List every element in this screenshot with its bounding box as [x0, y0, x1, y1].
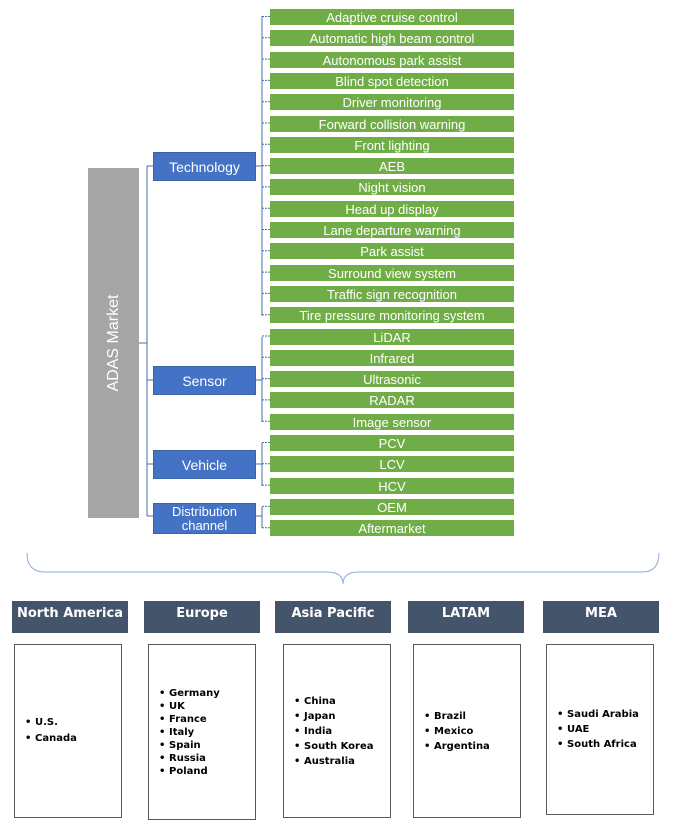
- leaf-item: Automatic high beam control: [270, 29, 514, 47]
- leaf-item: Blind spot detection: [270, 71, 514, 89]
- country-list: Saudi ArabiaUAESouth Africa: [547, 707, 639, 752]
- leaf-item: Driver monitoring: [270, 93, 514, 111]
- country-item: Germany: [159, 687, 220, 700]
- country-item: Brazil: [424, 709, 490, 724]
- leaf-item: PCV: [270, 434, 514, 451]
- country-item: South Korea: [294, 739, 373, 754]
- country-item: Poland: [159, 765, 220, 778]
- leaf-item: Autonomous park assist: [270, 50, 514, 68]
- country-item: China: [294, 694, 373, 709]
- region-box-asia-pacific: ChinaJapanIndiaSouth KoreaAustralia: [283, 644, 391, 818]
- category-sensor: Sensor: [153, 366, 256, 395]
- country-item: UK: [159, 700, 220, 713]
- country-list: U.S.Canada: [15, 715, 77, 747]
- leaf-item: Park assist: [270, 242, 514, 260]
- leaf-item: Infrared: [270, 348, 514, 366]
- country-item: Mexico: [424, 724, 490, 739]
- region-header-mea: MEA: [543, 601, 659, 633]
- region-header-europe: Europe: [144, 601, 260, 633]
- country-item: Japan: [294, 709, 373, 724]
- category-vehicle: Vehicle: [153, 450, 256, 479]
- country-item: Canada: [25, 731, 77, 747]
- country-item: France: [159, 713, 220, 726]
- leaf-item: LiDAR: [270, 327, 514, 345]
- country-list: BrazilMexicoArgentina: [414, 709, 490, 754]
- leaf-item: Image sensor: [270, 412, 514, 430]
- country-item: Spain: [159, 739, 220, 752]
- category-distribution-channel: Distribution channel: [153, 503, 256, 534]
- region-header-latam: LATAM: [408, 601, 524, 633]
- region-box-latam: BrazilMexicoArgentina: [413, 644, 521, 818]
- leaf-item: LCV: [270, 455, 514, 473]
- region-box-north-america: U.S.Canada: [14, 644, 122, 818]
- country-list: ChinaJapanIndiaSouth KoreaAustralia: [284, 694, 373, 769]
- category-technology: Technology: [153, 152, 256, 181]
- region-header-north-america: North America: [12, 601, 128, 633]
- leaf-item: Adaptive cruise control: [270, 8, 514, 25]
- country-item: Argentina: [424, 739, 490, 754]
- leaf-item: Forward collision warning: [270, 114, 514, 132]
- country-item: U.S.: [25, 715, 77, 731]
- leaf-item: Ultrasonic: [270, 370, 514, 388]
- leaf-item: AEB: [270, 157, 514, 175]
- country-item: UAE: [557, 722, 639, 737]
- leaf-item: Aftermarket: [270, 519, 514, 537]
- leaf-item: Surround view system: [270, 263, 514, 281]
- leaf-item: Tire pressure monitoring system: [270, 306, 514, 324]
- leaf-item: OEM: [270, 497, 514, 515]
- leaf-item: Lane departure warning: [270, 221, 514, 238]
- region-box-europe: GermanyUKFranceItalySpainRussiaPoland: [148, 644, 256, 820]
- country-item: South Africa: [557, 737, 639, 752]
- adas-market-root: ADAS Market: [88, 168, 139, 518]
- country-item: Russia: [159, 752, 220, 765]
- country-item: India: [294, 724, 373, 739]
- country-item: Italy: [159, 726, 220, 739]
- leaf-item: Front lighting: [270, 135, 514, 153]
- leaf-item: Head up display: [270, 199, 514, 217]
- root-label: ADAS Market: [104, 294, 122, 392]
- region-header-asia-pacific: Asia Pacific: [275, 601, 391, 633]
- region-box-mea: Saudi ArabiaUAESouth Africa: [546, 644, 654, 815]
- country-item: Australia: [294, 754, 373, 769]
- country-list: GermanyUKFranceItalySpainRussiaPoland: [149, 687, 220, 778]
- leaf-item: RADAR: [270, 391, 514, 409]
- leaf-item: Traffic sign recognition: [270, 284, 514, 302]
- country-item: Saudi Arabia: [557, 707, 639, 722]
- leaf-item: HCV: [270, 476, 514, 494]
- leaf-item: Night vision: [270, 178, 514, 196]
